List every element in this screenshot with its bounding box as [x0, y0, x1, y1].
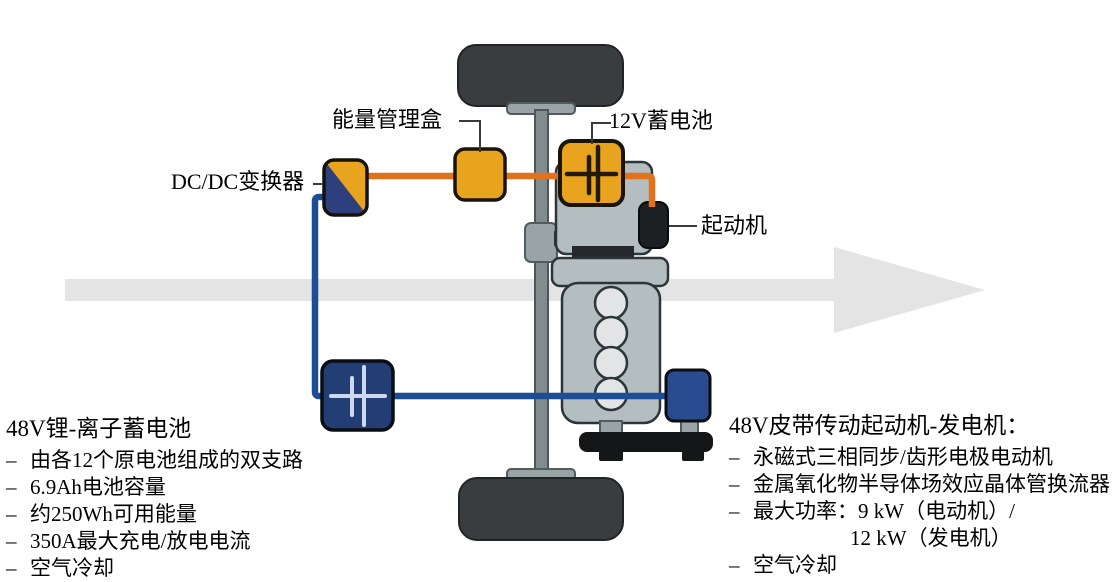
wire-orange-12v	[368, 172, 656, 207]
spec-item: – 最大功率：9 kW（电动机）/	[729, 498, 1110, 525]
bullet-dash: –	[729, 472, 740, 496]
battery-symbol-icon	[329, 365, 387, 427]
panel-starter-generator-specs: 48V皮带传动起动机-发电机： – 永磁式三相同步/齿形电极电动机 – 金属氧化…	[729, 411, 1110, 579]
connector-12v-battery	[591, 122, 611, 144]
spec-text: 永磁式三相同步/齿形电极电动机	[753, 445, 1053, 469]
bullet-dash: –	[729, 445, 740, 469]
rear-wheel-icon	[458, 477, 624, 541]
spec-text: 12 kW（发电机）	[850, 526, 1012, 550]
spec-text: 最大功率：9 kW（电动机）/	[753, 499, 1015, 523]
transmission-band	[572, 246, 634, 260]
driveshaft-icon	[534, 109, 549, 479]
bullet-dash: –	[6, 529, 17, 553]
battery-12v-icon	[558, 139, 625, 207]
dcdc-converter-icon	[322, 158, 369, 217]
bullet-dash: –	[6, 556, 17, 580]
bullet-dash: –	[729, 499, 740, 523]
flow-arrow-icon	[65, 247, 985, 333]
label-12v-battery: 12V蓄电池	[609, 108, 713, 133]
spec-item: – 空气冷却	[6, 555, 303, 582]
starter-generator-icon	[664, 368, 712, 423]
spec-text: 约250Wh可用能量	[30, 502, 197, 526]
spec-text: 6.9Ah电池容量	[30, 475, 166, 499]
label-starter: 起动机	[701, 213, 768, 238]
spec-item-continuation: 12 kW（发电机）	[729, 525, 1110, 552]
label-energy-management-box: 能量管理盒	[332, 107, 443, 132]
spec-item: – 金属氧化物半导体场效应晶体管换流器	[729, 471, 1110, 498]
shaft-coupler	[524, 222, 558, 263]
spec-item: – 6.9Ah电池容量	[6, 474, 303, 501]
label-dcdc-converter: DC/DC变换器	[171, 169, 305, 194]
bullet-dash: –	[6, 502, 17, 526]
cylinder-icon	[593, 315, 629, 351]
cylinder-icon	[593, 345, 629, 381]
spec-item: – 永磁式三相同步/齿形电极电动机	[729, 444, 1110, 471]
battery-symbol-icon	[564, 144, 619, 203]
belt-drive-icon	[579, 432, 713, 461]
panel-title: 48V皮带传动起动机-发电机：	[729, 413, 1030, 438]
starter-icon	[638, 201, 669, 249]
energy-management-box-icon	[453, 147, 507, 202]
battery-48v-icon	[320, 359, 395, 432]
connector-energy-box	[459, 120, 481, 152]
spec-item: – 空气冷却	[729, 552, 1110, 579]
bullet-dash: –	[729, 553, 740, 577]
front-wheel-icon	[457, 44, 624, 107]
bullet-dash: –	[6, 448, 17, 472]
spec-text: 空气冷却	[753, 553, 837, 577]
panel-48v-battery-specs: 48V锂-离子蓄电池 – 由各12个原电池组成的双支路 – 6.9Ah电池容量 …	[6, 414, 303, 582]
panel-title: 48V锂-离子蓄电池	[6, 416, 192, 441]
spec-text: 350A最大充电/放电电流	[30, 529, 251, 553]
spec-item: – 约250Wh可用能量	[6, 501, 303, 528]
spec-item: – 由各12个原电池组成的双支路	[6, 447, 303, 474]
cylinder-icon	[593, 285, 629, 321]
spec-text: 由各12个原电池组成的双支路	[30, 448, 303, 472]
bullet-dash: –	[6, 475, 17, 499]
wire-blue-48v	[311, 193, 668, 400]
spec-text: 空气冷却	[30, 556, 114, 580]
spec-text: 金属氧化物半导体场效应晶体管换流器	[753, 472, 1110, 496]
spec-item: – 350A最大充电/放电电流	[6, 528, 303, 555]
